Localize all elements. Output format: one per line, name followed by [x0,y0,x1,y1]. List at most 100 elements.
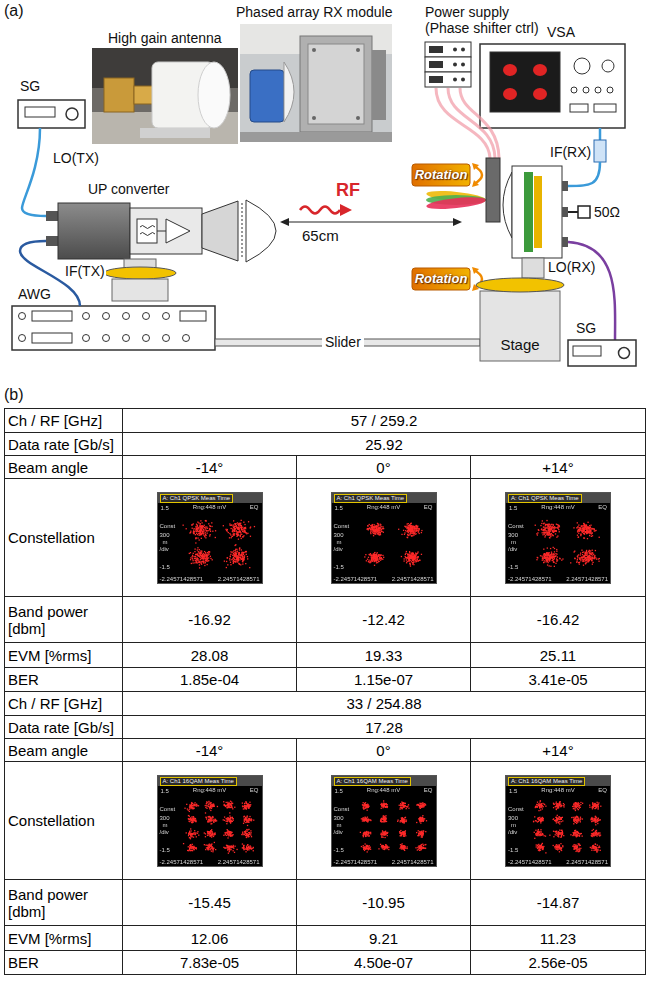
table-cell: 4.50e-07 [296,950,471,975]
row-header: Constellation [8,812,95,829]
row-header: Ch / RF [GHz] [8,412,102,429]
table-cell: -12.42 [296,596,471,643]
axis-label: -2.24571428571 [508,859,552,866]
table-value: -10.95 [362,894,405,911]
table-cell: 25.11 [470,642,646,668]
row-header: Ch / RF [GHz] [8,695,102,712]
constellation-plot [526,795,608,857]
table-cell: 3.41e-05 [470,667,646,692]
cable [22,128,46,216]
lo-rx-cable [568,242,615,340]
table-value: 12.06 [191,930,229,947]
panel-letter: (a) [4,2,24,20]
instrument-label: AWG [18,286,51,302]
range-label: Rng:448 mV [332,504,436,511]
table-value: 25.11 [540,647,576,664]
constellation-plot [526,512,608,574]
constellation-plot [178,795,260,857]
table-cell: 7.83e-05 [122,950,297,975]
axis-label: m [163,539,168,546]
distance-arrow [280,218,462,226]
axis-label: -1.5 [334,847,344,854]
table-cell: -14° [122,455,297,479]
rx-module-photo: Phased array RX module [240,24,392,142]
table-cell: 0° [296,455,471,479]
eq-label: EQ [424,504,433,511]
constellation-plot [178,512,260,574]
beam-angle: +14° [542,742,573,759]
axis-label: 1.5 [335,788,343,795]
axis-label: /div [334,829,343,836]
table-cell: 11.23 [470,925,646,951]
constellation-screenshot: A: Ch1 QPSK Meas TimeRng:448 mVEQ1.5Cons… [157,492,263,584]
cable-label: IF(TX) [64,263,106,279]
constellation-plot [352,512,434,574]
axis-label: 300 [334,815,344,822]
terminator-label: 50Ω [594,204,620,220]
axis-label: Const [334,523,350,530]
table-cell: 12.06 [122,925,297,951]
up-converter: UP converter [46,200,300,262]
range-label: Rng:448 mV [332,787,436,794]
instrument-label: VSA [547,24,575,40]
signal-generator-drawing [568,340,636,366]
table-cell: A: Ch1 QPSK Meas TimeRng:448 mVEQ1.5Cons… [296,478,471,597]
row-header: Data rate [Gb/s] [8,719,114,736]
cable-label: LO(RX) [548,259,595,275]
axis-label: -1.5 [160,847,170,854]
table-cell: -14.87 [470,879,646,926]
table-cell: Beam angle [4,738,123,762]
rotation-tag: Rotation [412,164,470,186]
cable-label: IF(RX) [550,144,591,160]
table-value: -16.42 [537,611,580,628]
cable-label: LO(TX) [52,150,100,166]
axis-label: 2.24571428571 [566,576,608,583]
axis-label: /div [160,829,169,836]
axis-label: -2.24571428571 [508,576,552,583]
table-value: 33 / 254.88 [346,695,421,712]
beam-angle: +14° [542,459,573,476]
axis-label: -1.5 [508,564,518,571]
table-cell: 57 / 259.2 [122,408,646,433]
range-label: Rng:448 mV [158,504,262,511]
axis-label: -2.24571428571 [160,859,204,866]
power-supply-drawing [425,42,471,87]
row-header: Beam angle [8,742,88,759]
table-cell: Data rate [Gb/s] [4,432,123,456]
axis-label: 2.24571428571 [218,576,260,583]
eq-label: EQ [250,504,259,511]
row-header: Band power [dbm] [8,603,92,637]
table-value: 1.85e-04 [180,671,239,688]
table-value: -15.45 [188,894,231,911]
constellation-screenshot: A: Ch1 QPSK Meas TimeRng:448 mVEQ1.5Cons… [505,492,611,584]
axis-label: 2.24571428571 [392,859,434,866]
table-cell: Beam angle [4,455,123,479]
axis-label: m [337,539,342,546]
antenna-photo: High gain antenna [92,48,238,144]
table-cell: Ch / RF [GHz] [4,691,123,716]
table-cell: A: Ch1 16QAM Meas TimeRng:448 mVEQ1.5Con… [122,761,297,880]
axis-label: 300 [160,815,170,822]
axis-label: /div [160,546,169,553]
axis-label: Const [508,806,524,813]
constellation-plot [352,795,434,857]
table-cell: 28.08 [122,642,297,668]
range-label: Rng:448 mV [158,787,262,794]
table-cell: -10.95 [296,879,471,926]
table-cell: Band power [dbm] [4,879,123,926]
axis-label: 300 [334,532,344,539]
table-cell: 2.56e-05 [470,950,646,975]
table-value: 1.15e-07 [354,671,413,688]
instrument-label: High gain antenna [108,30,222,46]
eq-label: EQ [424,787,433,794]
table-cell: 0° [296,738,471,762]
range-label: Rng:448 mV [506,504,610,511]
axis-label: m [511,822,516,829]
table-cell: 9.21 [296,925,471,951]
constellation-screenshot: A: Ch1 16QAM Meas TimeRng:448 mVEQ1.5Con… [505,775,611,867]
table-cell: -16.42 [470,596,646,643]
table-value: 57 / 259.2 [351,412,418,429]
axis-label: Const [508,523,524,530]
row-header: Band power [dbm] [8,886,92,920]
table-cell: 33 / 254.88 [122,691,646,716]
